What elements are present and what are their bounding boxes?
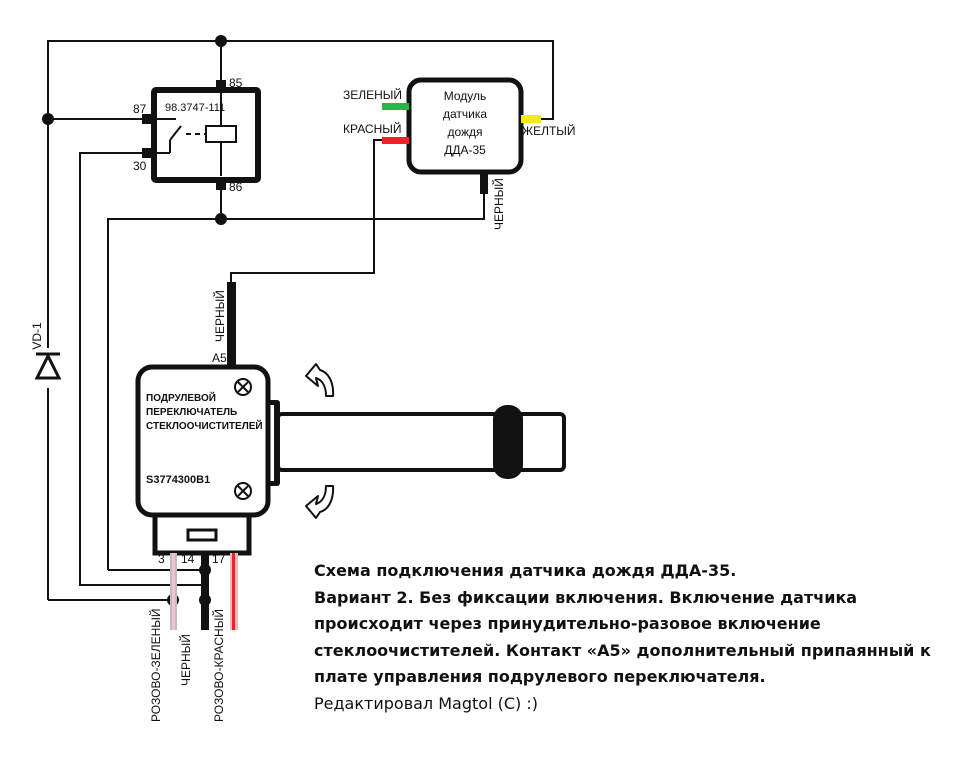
caption-line: Вариант 2. Без фиксации включения. Включ…	[314, 587, 858, 607]
module-title-line: Модуль	[444, 89, 487, 103]
junction-dot	[215, 213, 227, 225]
relay-terminal-87	[142, 114, 156, 124]
wire-red	[382, 137, 409, 144]
junction-dot	[42, 113, 54, 125]
lever-grip	[493, 405, 523, 479]
column-switch: ПОДРУЛЕВОЙ ПЕРЕКЛЮЧАТЕЛЬ СТЕКЛООЧИСТИТЕЛ…	[135, 363, 566, 556]
wire-green	[382, 103, 409, 110]
a5-contact-label: A5	[212, 351, 227, 365]
rain-sensor-module: Модуль датчика дождя ДДА-35 ЗЕЛЕНЫЙ КРАС…	[343, 77, 576, 230]
switch-title-line: ПОДРУЛЕВОЙ	[146, 391, 216, 404]
relay-terminal-30	[142, 148, 156, 158]
label-pink-red-wire: РОЗОВО-КРАСНЫЙ	[211, 609, 226, 722]
label-yellow-wire: ЖЕЛТЫЙ	[522, 123, 576, 138]
switch-pin-14: 14	[181, 552, 195, 566]
label-pink-green-wire: РОЗОВО-ЗЕЛЕНЫЙ	[148, 608, 163, 722]
switch-part-number: S3774300B1	[146, 474, 210, 486]
caption-line: стеклоочистителей. Контакт «А5» дополнит…	[314, 640, 931, 660]
rotate-up-arrow-icon	[305, 363, 335, 397]
label-black-wire: ЧЕРНЫЙ	[491, 178, 506, 230]
relay-terminal-85	[216, 80, 226, 92]
module-title-line: ДДА-35	[444, 143, 486, 157]
switch-title-line: ПЕРЕКЛЮЧАТЕЛЬ	[146, 407, 237, 418]
caption-line: происходит через принудительно-разовое в…	[314, 614, 821, 633]
switch-connector-latch	[186, 528, 218, 542]
rotate-down-arrow-icon	[305, 485, 335, 519]
wire-top-rail	[47, 40, 554, 600]
relay-internal	[156, 92, 237, 176]
diagram-caption: Схема подключения датчика дождя ДДА-35. …	[314, 558, 954, 717]
a5-wire: ЧЕРНЫЙ A5	[212, 282, 236, 366]
module-title-line: датчика	[443, 107, 487, 121]
wire-black-14	[201, 553, 209, 630]
relay-pin-85: 85	[229, 76, 243, 90]
relay-part-number: 98.3747-111	[165, 102, 225, 114]
caption-line: плате управления подрулевого переключате…	[314, 667, 766, 686]
diode-triangle	[34, 352, 62, 380]
label-green-wire: ЗЕЛЕНЫЙ	[343, 87, 402, 102]
switch-title-line: СТЕКЛООЧИСТИТЕЛЕЙ	[146, 419, 263, 432]
wire-relay-30	[79, 152, 205, 586]
diode-label: VD-1	[30, 322, 44, 350]
relay-pin-30: 30	[133, 159, 147, 173]
relay: 98.3747-111 85 86 87 30	[133, 76, 261, 194]
screw-icon	[234, 378, 252, 396]
caption-line: Схема подключения датчика дождя ДДА-35.	[314, 561, 737, 580]
label-red-wire: КРАСНЫЙ	[343, 121, 402, 136]
module-title-line: дождя	[447, 125, 482, 139]
a5-wire-black	[227, 282, 236, 366]
switch-lever	[258, 400, 566, 486]
module-body	[406, 77, 524, 175]
caption-editor: Редактировал Magtol (C) :)	[314, 693, 538, 713]
relay-pin-87: 87	[133, 102, 147, 116]
relay-pin-86: 86	[229, 180, 243, 194]
label-black-14-wire: ЧЕРНЫЙ	[178, 634, 193, 686]
switch-pin-3: 3	[158, 552, 165, 566]
wire-black-stub	[480, 172, 488, 194]
wire-86-to-black	[107, 174, 485, 570]
diode-vd1: VD-1	[30, 322, 62, 388]
switch-output-wires: 3 14 17 РОЗОВО-ЗЕЛЕНЫЙ ЧЕРНЫЙ РОЗОВО-КРА…	[148, 552, 238, 722]
junction-dot	[215, 35, 227, 47]
wire-yellow	[521, 115, 541, 123]
relay-terminal-86	[216, 178, 226, 190]
screw-icon	[234, 482, 252, 500]
switch-pin-17: 17	[212, 552, 226, 566]
a5-wire-label: ЧЕРНЫЙ	[212, 290, 227, 342]
